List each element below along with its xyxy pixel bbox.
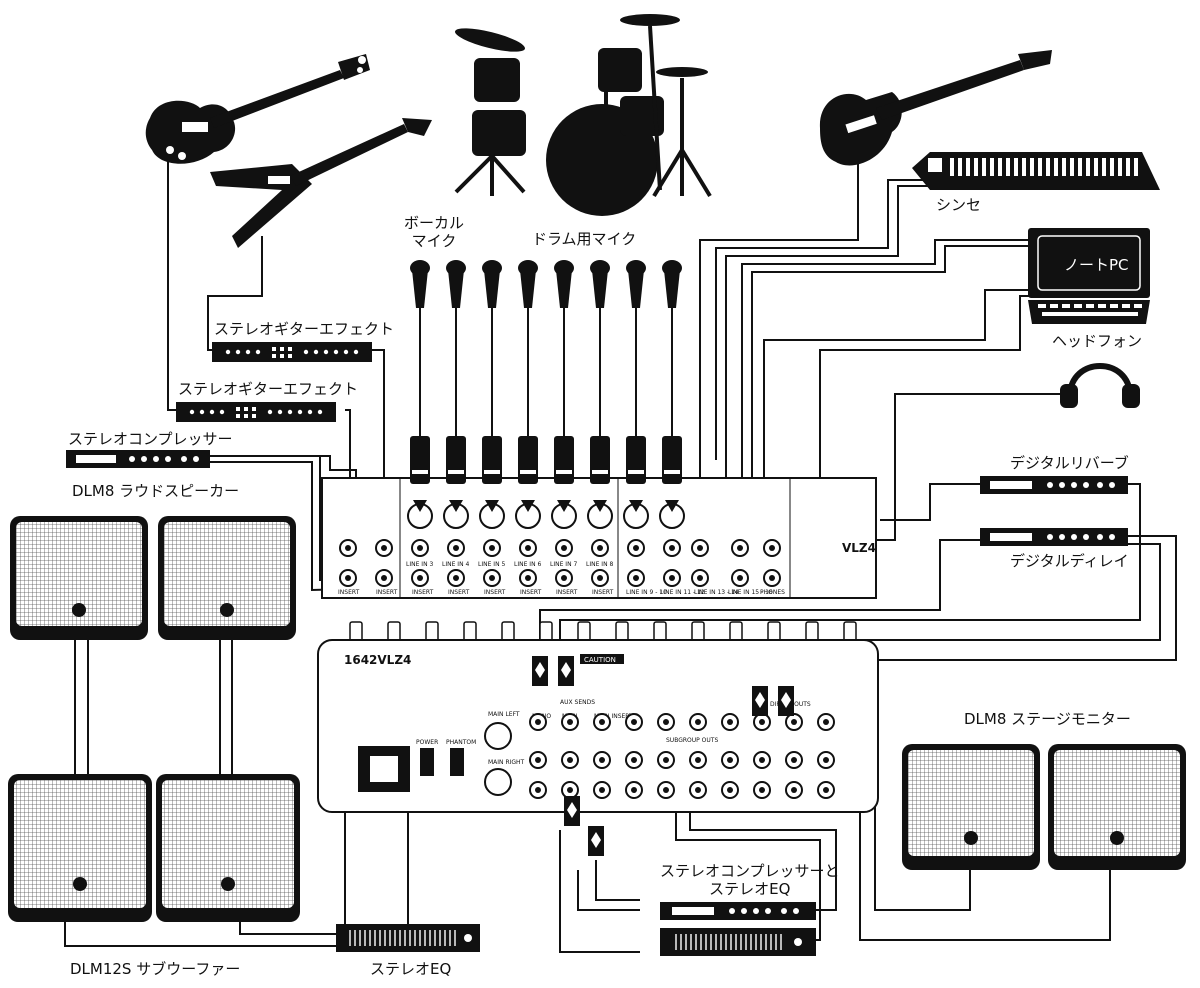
channel-label: INSERT: [520, 589, 542, 596]
xlr-plug-icon: [515, 436, 541, 529]
xlr-plug-icon: [407, 436, 433, 529]
phantom-label: PHANTOM: [446, 739, 476, 746]
aux-sends-label: AUX SENDS: [560, 699, 595, 706]
digital-delay-unit: [980, 528, 1128, 546]
mixer-top-model: VLZ4: [842, 541, 876, 555]
bass-guitar-icon: [819, 50, 1052, 166]
xlr-plug-icon: [443, 436, 469, 529]
stereo-eq-unit-left: [336, 924, 480, 952]
drum-mic-label: ドラム用マイク: [532, 230, 637, 248]
xlr-plug-icon: [623, 436, 649, 529]
headphones-icon: [1060, 363, 1140, 408]
guitar-fx-label-1: ステレオギターエフェクト: [214, 320, 395, 338]
synth-keyboard-icon: [912, 152, 1160, 190]
dlm12s-subwoofer-right: [156, 774, 300, 922]
stereo-compressor-label: ステレオコンプレッサー: [68, 430, 233, 448]
channel-label: INSERT: [448, 589, 470, 596]
mic-icon: [410, 260, 430, 308]
dlm8-stage-monitor-label: DLM8 ステージモニター: [964, 710, 1131, 728]
mic-icon: [446, 260, 466, 308]
xlr-plug-icon: [551, 436, 577, 529]
channel-labels: INSERT INSERT INSERT INSERT INSERT INSERT INSE…: [338, 561, 785, 596]
mic-icon: [518, 260, 538, 308]
headphones-label: ヘッドフォン: [1052, 332, 1143, 350]
channel-label: LINE IN 15 - 16: [728, 589, 773, 596]
mic-icon: [662, 260, 682, 308]
xlr-plug-icon: [587, 436, 613, 529]
channel-label: INSERT: [484, 589, 506, 596]
sg-guitar-icon: [145, 54, 370, 164]
laptop-icon: [1028, 228, 1150, 324]
dlm8-stage-monitor-left: [902, 744, 1040, 870]
synth-label: シンセ: [936, 196, 982, 214]
drum-kit-icon: [454, 14, 712, 216]
guitar-fx-unit-2: [176, 402, 336, 422]
channel-label: INSERT: [412, 589, 434, 596]
channel-label: INSERT: [376, 589, 398, 596]
stereo-eq-label: ステレオEQ: [370, 960, 452, 978]
mixer-model-label: 1642VLZ4: [344, 653, 411, 667]
dlm8-loudspeaker-label: DLM8 ラウドスピーカー: [72, 482, 240, 500]
guitar-fx-unit-1: [212, 342, 372, 362]
power-label: POWER: [416, 739, 438, 746]
xlr-plug-icon: [659, 436, 685, 529]
dlm8-loudspeaker-left: [10, 516, 148, 640]
channel-label: LINE IN 11 - 12: [660, 589, 705, 596]
microphones: [410, 260, 682, 308]
jack-plug-icon: [532, 656, 548, 686]
channel-label: INSERT: [592, 589, 614, 596]
main-right-label: MAIN RIGHT: [488, 759, 525, 766]
channel-label: INSERT: [338, 589, 360, 596]
output-plugs: [532, 656, 794, 856]
mic-icon: [626, 260, 646, 308]
caution-label: CAUTION: [584, 656, 616, 664]
subgroup-outs-label: SUBGROUP OUTS: [666, 737, 718, 744]
jack-plug-icon: [778, 686, 794, 716]
jack-plug-icon: [752, 686, 768, 716]
mic-icon: [554, 260, 574, 308]
line-in-label: LINE IN 6: [514, 561, 541, 568]
digital-reverb-label: デジタルリバーブ: [1010, 454, 1129, 472]
dlm8-loudspeaker-right: [158, 516, 296, 640]
stereo-eq-unit-right: [660, 928, 816, 956]
line-in-label: LINE IN 8: [586, 561, 613, 568]
digital-delay-label: デジタルディレイ: [1010, 552, 1129, 570]
xlr-plug-icon: [479, 436, 505, 529]
channel-label: INSERT: [556, 589, 578, 596]
dlm8-stage-monitor-right: [1048, 744, 1186, 870]
digital-reverb-unit: [980, 476, 1128, 494]
laptop-screen-label: ノートPC: [1064, 256, 1129, 274]
compressor-rack-unit: [660, 902, 816, 920]
rear-knobs: [349, 621, 857, 643]
dlm12s-subwoofer-left: [8, 774, 152, 922]
line-in-label: LINE IN 5: [478, 561, 505, 568]
channel-label: LINE IN 9 - 10: [626, 589, 667, 596]
vocal-mic-label: ボーカル マイク: [404, 214, 465, 250]
main-left-label: MAIN LEFT: [488, 711, 520, 718]
dlm12s-subwoofer-label: DLM12S サブウーファー: [70, 960, 241, 978]
line-in-label: LINE IN 3: [406, 561, 433, 568]
jack-plug-icon: [588, 826, 604, 856]
line-in-label: LINE IN 7: [550, 561, 577, 568]
line-in-label: LINE IN 4: [442, 561, 469, 568]
stereo-compressor-unit: [66, 450, 210, 468]
main-insert-label: MAIN INSERT: [594, 713, 633, 720]
channel-label: LINE IN 13 - 14: [694, 589, 739, 596]
jack-plug-icon: [564, 796, 580, 826]
compressor-eq-label: ステレオコンプレッサーと ステレオEQ: [660, 862, 840, 898]
xlr-plugs: [407, 436, 685, 529]
jack-plug-icon: [558, 656, 574, 686]
channel-label: PHONES: [760, 589, 785, 596]
mic-icon: [590, 260, 610, 308]
mic-icon: [482, 260, 502, 308]
flying-v-guitar-icon: [210, 118, 432, 248]
guitar-fx-label-2: ステレオギターエフェクト: [178, 380, 359, 398]
mixer-rear-panel: 1642VLZ4 CAUTION POWER PHANTOM MAIN LEFT…: [317, 621, 879, 856]
input-jacks: [339, 539, 781, 587]
mixer-top-panel: INSERT INSERT INSERT INSERT INSERT INSERT INSE…: [321, 436, 877, 599]
